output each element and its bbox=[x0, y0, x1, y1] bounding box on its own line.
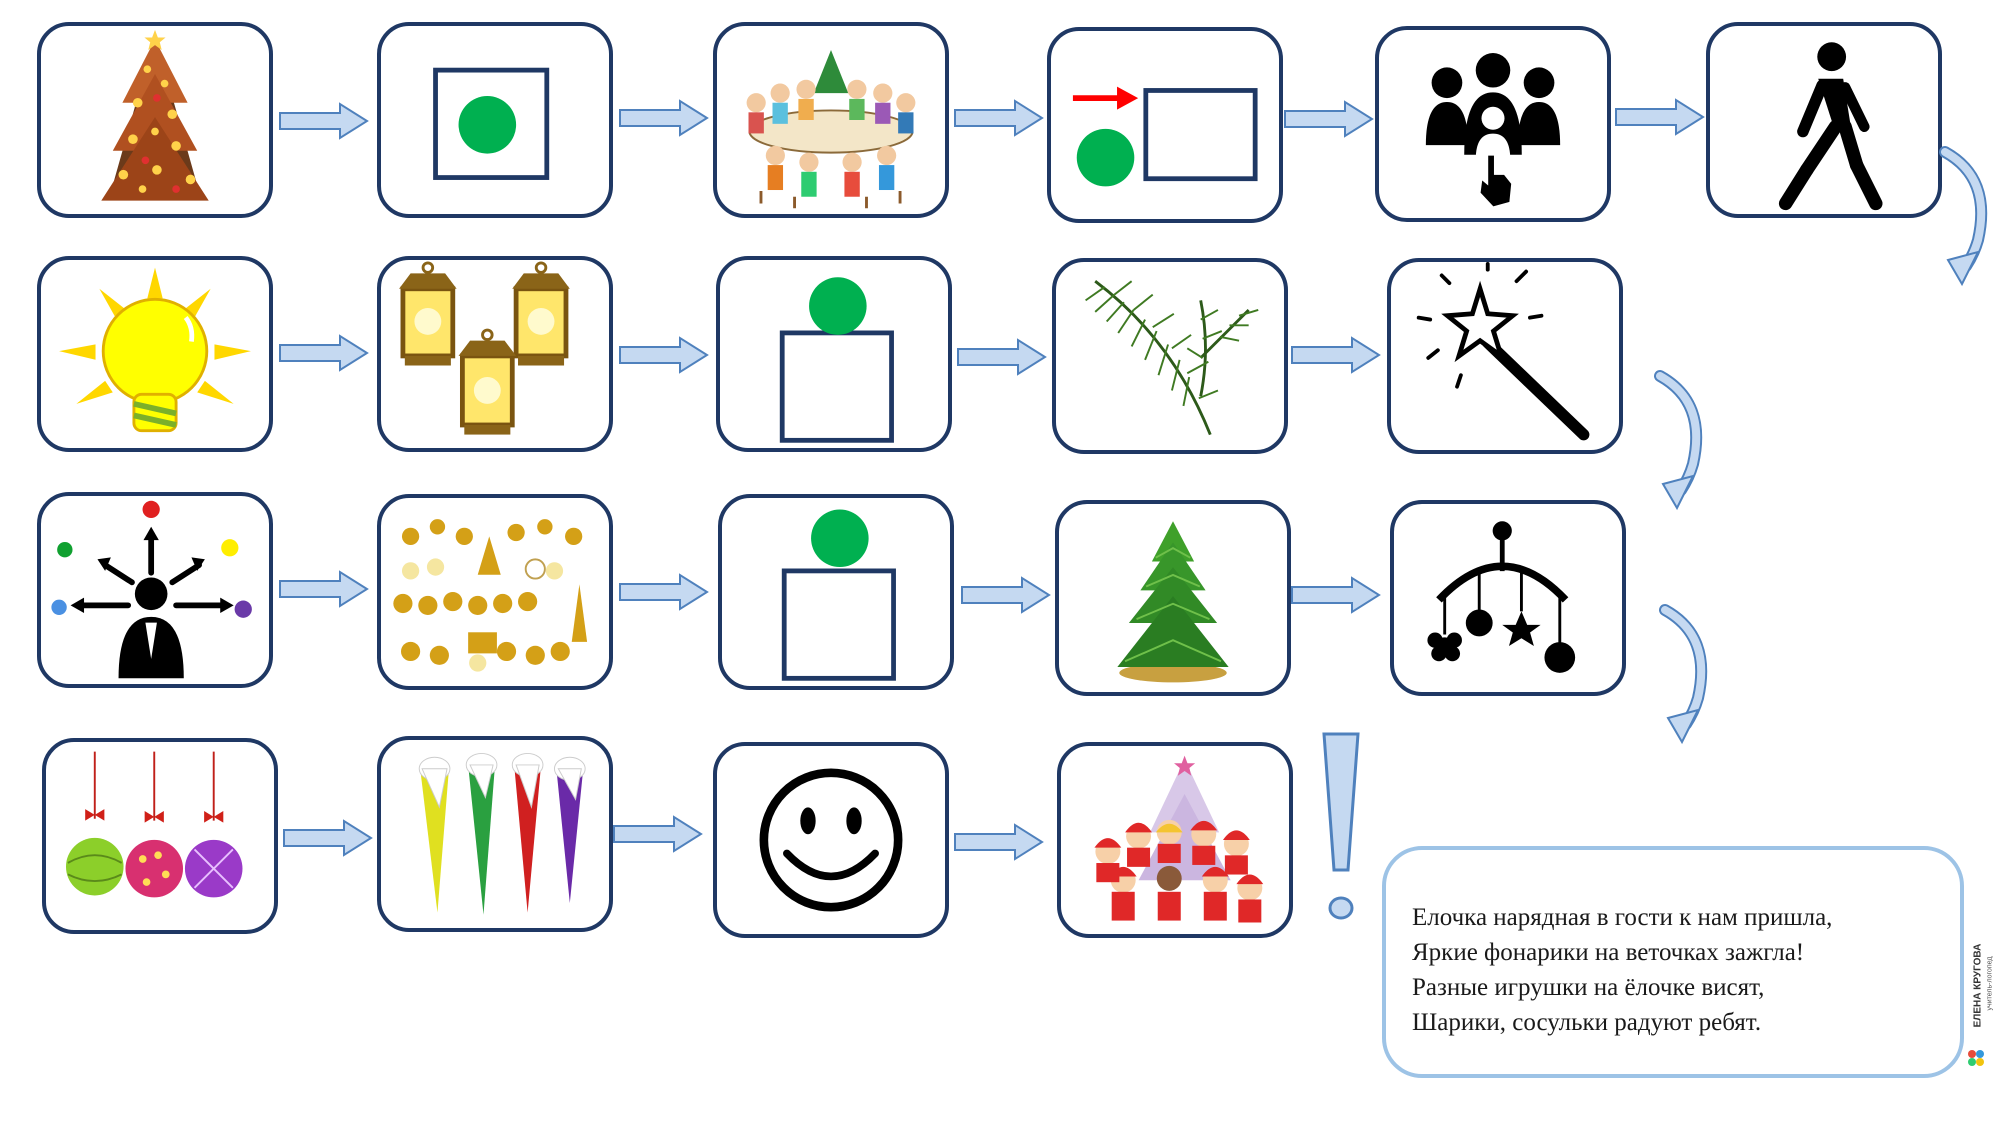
poem-box: Елочка нарядная в гости к нам пришла, Яр… bbox=[1382, 846, 1964, 1078]
poem-line: Яркие фонарики на веточках зажгла! bbox=[1412, 939, 1805, 966]
poem-line: Разные игрушки на ёлочке висят, bbox=[1412, 974, 1765, 1001]
card-children-by-tree bbox=[1057, 742, 1293, 938]
smiley-face-icon bbox=[759, 768, 903, 912]
arrow bbox=[1614, 97, 1706, 137]
light-bulb-icon bbox=[59, 267, 251, 433]
arrow bbox=[960, 575, 1052, 615]
curved-arrow bbox=[1654, 370, 1715, 512]
curved-arrow bbox=[1939, 146, 2000, 288]
arrow bbox=[1290, 575, 1382, 615]
gold-ornaments-icon bbox=[393, 519, 588, 672]
green-dot-move-to-square-icon bbox=[1072, 86, 1258, 187]
arrow bbox=[278, 569, 370, 609]
arrow bbox=[278, 101, 370, 141]
children-at-table-icon bbox=[746, 49, 916, 209]
card-smiley bbox=[713, 742, 949, 938]
arrow bbox=[282, 818, 374, 858]
card-gold-ornaments bbox=[377, 494, 613, 690]
green-dot-on-square-icon bbox=[781, 509, 896, 681]
brand-name: ЕЛЕНА КРУГОВА bbox=[1972, 943, 1984, 1028]
card-fir-branch bbox=[1052, 258, 1288, 454]
green-dot-on-square-icon bbox=[779, 277, 894, 443]
arrow bbox=[953, 98, 1045, 138]
fir-tree-icon bbox=[1117, 521, 1229, 683]
icicles-icon bbox=[418, 752, 586, 915]
arrow bbox=[612, 814, 704, 854]
arrow bbox=[953, 822, 1045, 862]
green-dot-in-square-icon bbox=[433, 67, 550, 180]
card-icicles bbox=[377, 736, 613, 932]
card-light-bulb bbox=[37, 256, 273, 452]
card-baby-mobile bbox=[1390, 500, 1626, 696]
arrow bbox=[618, 335, 710, 375]
arrow bbox=[278, 333, 370, 373]
poem-text: Елочка нарядная в гости к нам пришла, Яр… bbox=[1412, 900, 1832, 1040]
walking-person-icon bbox=[1778, 42, 1883, 211]
arrow bbox=[1290, 335, 1382, 375]
brand-logo-icon bbox=[1968, 1050, 1984, 1066]
card-christmas-balls bbox=[42, 738, 278, 934]
christmas-tree-lights-icon bbox=[101, 29, 209, 201]
arrow bbox=[618, 98, 710, 138]
exclamation-icon bbox=[1318, 730, 1364, 930]
card-christmas-tree bbox=[37, 22, 273, 218]
curved-arrow bbox=[1659, 604, 1720, 746]
fir-branch-icon bbox=[1085, 280, 1259, 436]
card-person-directions bbox=[37, 492, 273, 688]
card-green-dot-on-square-2 bbox=[718, 494, 954, 690]
lanterns-icon bbox=[399, 261, 570, 435]
card-group-choose bbox=[1375, 26, 1611, 222]
group-choose-one-icon bbox=[1425, 53, 1561, 209]
christmas-balls-icon bbox=[66, 751, 243, 898]
card-green-dot-on-square bbox=[716, 256, 952, 452]
card-magic-wand bbox=[1387, 258, 1623, 454]
arrow bbox=[618, 572, 710, 612]
brand-subtitle: учитель-логопед bbox=[1986, 956, 1994, 1011]
card-fir-tree bbox=[1055, 500, 1291, 696]
arrow bbox=[956, 337, 1048, 377]
card-children-at-table bbox=[713, 22, 949, 218]
children-by-tree-icon bbox=[1094, 755, 1264, 923]
poem-line: Елочка нарядная в гости к нам пришла, bbox=[1412, 904, 1833, 931]
magic-wand-icon bbox=[1416, 262, 1590, 441]
person-directions-icon bbox=[51, 500, 252, 679]
card-green-dot-move-to-square bbox=[1047, 27, 1283, 223]
card-lanterns bbox=[377, 256, 613, 452]
baby-mobile-icon bbox=[1427, 521, 1576, 673]
arrow bbox=[1283, 99, 1375, 139]
poem-line: Шарики, сосульки радуют ребят. bbox=[1412, 1009, 1762, 1036]
brand-watermark: ЕЛЕНА КРУГОВА учитель-логопед bbox=[1958, 930, 1994, 1070]
card-walking-person bbox=[1706, 22, 1942, 218]
card-green-dot-in-square bbox=[377, 22, 613, 218]
